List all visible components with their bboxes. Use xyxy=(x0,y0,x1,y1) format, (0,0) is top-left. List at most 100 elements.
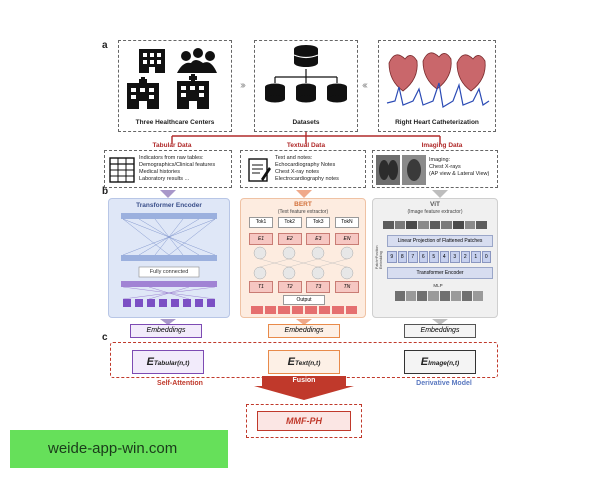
embedding-cell: EN xyxy=(334,233,359,245)
e-image-main: E xyxy=(420,356,429,368)
bert-embedding-row: E1 E2 E3 EN xyxy=(249,233,359,245)
label-b: b xyxy=(102,186,109,197)
transformer-encoder-panel: Transformer Encoder Fully connected xyxy=(108,198,230,318)
embedding-cell: E1 xyxy=(249,233,273,245)
vit-patches xyxy=(383,221,488,229)
fusion-label: Fusion xyxy=(292,377,316,384)
textual-line-2: Chest X-ray notes xyxy=(275,169,320,175)
patch-index: 4 xyxy=(439,251,449,263)
bert-output-row: T1 T2 T3 TN xyxy=(249,281,359,293)
token: TokN xyxy=(334,217,359,228)
xray-image-icon xyxy=(376,155,426,185)
centers-caption: Three Healthcare Centers xyxy=(135,119,215,126)
label-c: c xyxy=(102,332,108,343)
imaging-line-2: (AP view & Lateral View) xyxy=(429,171,490,177)
textual-header: Textual Data xyxy=(286,142,326,149)
textual-desc-box: Text and notes: Echocardiography Notes C… xyxy=(240,150,366,188)
vit-number-row: 9 8 7 6 5 4 3 2 1 0 xyxy=(387,251,491,263)
patch-index: 3 xyxy=(450,251,460,263)
self-attention-label: Self-Attention xyxy=(157,380,203,387)
embedding-cell: E2 xyxy=(277,233,302,245)
datasets-caption: Datasets xyxy=(292,119,320,126)
textual-line-0: Text and notes: xyxy=(275,155,313,161)
derivative-model-label: Derivative Model xyxy=(416,380,472,387)
patch-index: 6 xyxy=(418,251,428,263)
vit-mlp-label: MLP xyxy=(433,283,443,288)
tabular-embeddings: Embeddings xyxy=(130,324,202,338)
tabular-line-2: Medical histories xyxy=(139,169,180,175)
e-tabular-sub: Tabular(n,t) xyxy=(153,360,190,367)
patch-index: 1 xyxy=(471,251,481,263)
datasets-box: Datasets xyxy=(254,40,358,132)
bert-subtitle: (Text feature extractor) xyxy=(277,209,329,215)
result-frame: MMF-PH xyxy=(246,404,362,438)
imaging-desc-box: Imaging: Chest X-rays (AP view & Lateral… xyxy=(372,150,498,188)
embedding-cell: E3 xyxy=(306,233,331,245)
e-text-sub: Text(n,t) xyxy=(294,360,321,367)
e-image: EImage(n,t) xyxy=(404,350,476,374)
tabular-line-0: Indicators from raw tables: xyxy=(139,155,204,161)
token: Tok1 xyxy=(249,217,273,228)
vit-title: ViT xyxy=(430,201,440,208)
patch-index: 2 xyxy=(460,251,470,263)
e-text-main: E xyxy=(287,356,295,368)
chevron-right-icon: ››› xyxy=(240,80,246,91)
patch-index: 0 xyxy=(481,251,491,263)
text-embeddings: Embeddings xyxy=(268,324,340,338)
encoder-network xyxy=(121,213,217,307)
tabular-desc-box: Indicators from raw tables: Demographics… xyxy=(104,150,232,188)
vit-panel: ViT (Image feature extractor) Patch+Posi… xyxy=(372,198,498,318)
hospital-icon xyxy=(127,48,217,109)
label-a: a xyxy=(102,40,108,51)
bert-token-row: Tok1 Tok2 Tok3 TokN xyxy=(249,217,359,228)
notepad-icon xyxy=(248,158,271,182)
token: Tok3 xyxy=(306,217,331,228)
rhc-box: Right Heart Catheterization xyxy=(378,40,496,132)
patch-index: 9 xyxy=(387,251,397,263)
tabular-header: Tabular Data xyxy=(152,142,192,149)
patch-index: 7 xyxy=(408,251,418,263)
image-embeddings: Embeddings xyxy=(404,324,476,338)
imaging-line-0: Imaging: xyxy=(429,157,451,163)
patch-index: 8 xyxy=(397,251,407,263)
fully-connected-label: Fully connected xyxy=(149,269,189,275)
vit-output-vector xyxy=(395,291,483,301)
watermark-banner: weide-app-win.com xyxy=(10,430,228,468)
token: Tok2 xyxy=(277,217,302,228)
bert-network xyxy=(253,246,354,280)
encoder-title: Transformer Encoder xyxy=(136,202,202,209)
e-tabular: ETabular(n,t) xyxy=(132,350,204,374)
e-image-sub: Image(n,t) xyxy=(428,360,460,367)
vit-transformer-encoder: Transformer Encoder xyxy=(387,267,493,279)
vit-subtitle: (Image feature extractor) xyxy=(407,209,463,215)
e-text: EText(n,t) xyxy=(268,350,340,374)
textual-line-1: Echocardiography Notes xyxy=(275,162,336,168)
tabular-line-3: Laboratory results ... xyxy=(139,176,190,182)
bert-panel: BERT (Text feature extractor) Tok1 Tok2 … xyxy=(240,198,366,318)
output-cell: T1 xyxy=(249,281,273,293)
textual-line-3: Electrocardiography notes xyxy=(275,176,339,182)
bert-title: BERT xyxy=(294,201,312,208)
output-cell: T3 xyxy=(306,281,331,293)
patch-index: 5 xyxy=(429,251,439,263)
bert-vector xyxy=(251,306,357,314)
rhc-caption: Right Heart Catheterization xyxy=(395,119,479,126)
output-cell: T2 xyxy=(277,281,302,293)
e-tabular-main: E xyxy=(146,356,154,368)
vit-linear-projection: Linear Projection of Flattened Patches xyxy=(387,235,493,247)
imaging-header: Imaging Data xyxy=(421,142,463,149)
mmf-ph-box: MMF-PH xyxy=(257,411,351,431)
table-icon xyxy=(109,157,135,183)
heart-icon xyxy=(386,52,490,108)
imaging-line-1: Chest X-rays xyxy=(429,164,461,170)
output-cell: TN xyxy=(334,281,359,293)
bert-output-label: Output xyxy=(283,295,325,305)
healthcare-centers-box: Three Healthcare Centers xyxy=(118,40,232,132)
chevron-left-icon: ‹‹‹ xyxy=(362,80,368,91)
tabular-line-1: Demographics/Clinical features xyxy=(139,162,216,168)
database-icon xyxy=(265,45,347,103)
